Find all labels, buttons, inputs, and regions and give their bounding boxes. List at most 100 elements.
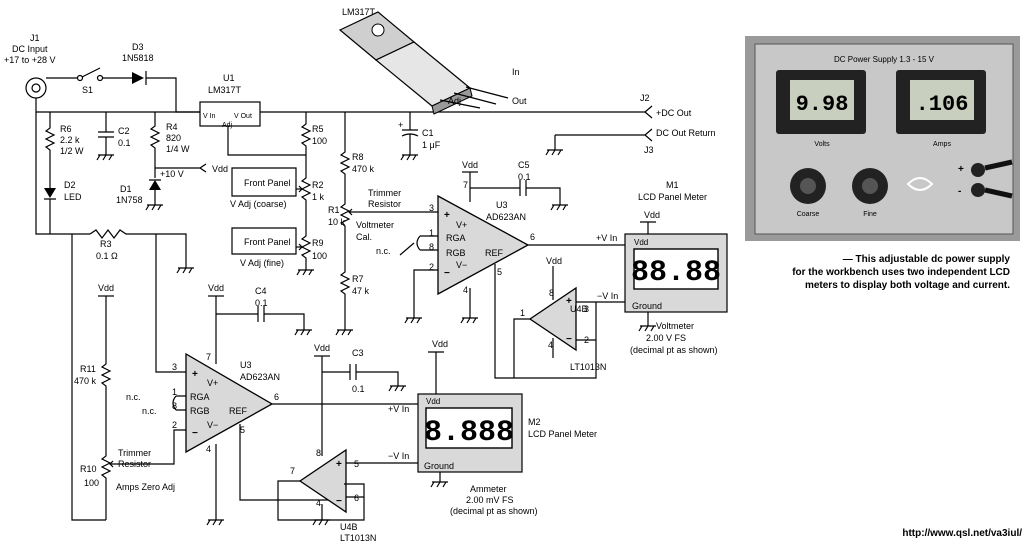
m1-fs3: (decimal pt as shown) [630, 345, 718, 355]
m1-fs2: 2.00 V FS [646, 333, 686, 343]
to220-out: Out [512, 96, 527, 106]
u1-vout: V Out [234, 113, 252, 120]
m2-fs3: (decimal pt as shown) [450, 506, 538, 516]
to220-title: LM317T [342, 7, 376, 17]
c3-v: 0.1 [352, 384, 365, 394]
regulator-u1: U1 LM317T V In V Out Adj [199, 73, 261, 129]
r5-v: 100 [312, 136, 327, 146]
u3b-pin5: 5 [240, 425, 245, 435]
r9-v: 100 [312, 251, 327, 261]
u3a-pin3: 3 [429, 203, 434, 213]
r7-v: 47 k [352, 286, 370, 296]
m2-vin: +V In [388, 404, 409, 414]
photo-amps-label: Amps [933, 141, 951, 148]
u4b1-part: LT1013N [570, 362, 606, 372]
u3a-pin4: 4 [463, 285, 468, 295]
output-connector-j2: J2 +DC Out [640, 93, 692, 119]
vdd-m1: Vdd [644, 210, 660, 220]
r5-ref: R5 [312, 124, 324, 134]
zener-d1: D1 1N758 [116, 179, 163, 211]
front-panel-coarse: Front Panel V Adj (coarse) [230, 167, 297, 209]
potentiometer-r9: R9 100 [296, 228, 327, 270]
j1-ref: J1 [30, 33, 40, 43]
c1-v: 1 μF [422, 140, 441, 150]
potentiometer-r2: R2 1 k [296, 168, 325, 228]
r4-ref: R4 [166, 122, 178, 132]
u4b2-pin5: 5 [354, 459, 359, 469]
opamp-u4b-voltmeter: + − U4B LT1013N 8 3 2 1 4 [520, 286, 606, 372]
caption-line2: for the workbench uses two independent L… [792, 267, 1010, 278]
u3a-nc: n.c. [376, 246, 391, 256]
photo-title: DC Power Supply 1.3 - 15 V [834, 55, 935, 64]
r8-v: 470 k [352, 164, 375, 174]
u1-ref: U1 [223, 73, 235, 83]
photo-plus: + [958, 164, 964, 175]
d2-part: LED [64, 192, 82, 202]
u3b-rgb: RGB [190, 406, 210, 416]
d1-part: 1N758 [116, 195, 143, 205]
caption-line1: — This adjustable dc power supply [843, 254, 1011, 265]
j1-range: +17 to +28 V [4, 55, 56, 65]
opamp-u4b-ammeter: + − U4B LT1013N 8 5 6 7 4 [290, 448, 376, 543]
capacitor-c2: C2 0.1 [96, 112, 131, 161]
r1-t2: Resistor [368, 199, 401, 209]
vdd-label-u1: Vdd [212, 164, 228, 174]
u3b-pin3: 3 [172, 362, 177, 372]
r6-v2: 1/2 W [60, 146, 84, 156]
u3b-rga: RGA [190, 392, 210, 402]
u3a-part: AD623AN [486, 212, 526, 222]
c2-ref: C2 [118, 126, 130, 136]
u3b-pin1: 1 [172, 387, 177, 397]
d2-ref: D2 [64, 180, 76, 190]
m2-fs1: Ammeter [470, 484, 507, 494]
photo-volts-val: 9.98 [796, 92, 849, 117]
svg-text:−: − [192, 428, 198, 439]
fp2-l1: Front Panel [244, 237, 291, 247]
r10-ref: R10 [80, 464, 97, 474]
svg-text:+: + [566, 296, 572, 307]
m1-gnd: Ground [632, 301, 662, 311]
to220-in: In [512, 67, 520, 77]
capacitor-c1: + C1 1 μF [398, 112, 441, 161]
inamp-u3-ammeter: + − V+ RGA RGB V− REF U3 AD623AN 3 1 8 2… [126, 352, 280, 454]
lcd-meter-m2: 8.888 Ground Vdd M2 LCD Panel Meter +V I… [388, 393, 597, 516]
vdd-r11: Vdd [98, 283, 114, 293]
svg-text:−: − [566, 334, 572, 345]
m1-display: 88.88 [631, 256, 721, 290]
u3a-rga: RGA [446, 233, 466, 243]
r10-t3: Amps Zero Adj [116, 482, 175, 492]
m1-name: LCD Panel Meter [638, 192, 707, 202]
u3b-pin6: 6 [274, 392, 279, 402]
m2-fs2: 2.00 mV FS [466, 495, 514, 505]
r4-v1: 820 [166, 133, 181, 143]
s1-ref: S1 [82, 85, 93, 95]
u3b-pin4: 4 [206, 444, 211, 454]
c3-ref: C3 [352, 348, 364, 358]
photo-minus: - [958, 186, 961, 197]
c5-ref: C5 [518, 160, 530, 170]
u3a-pin7: 7 [463, 180, 468, 190]
u3a-pin6: 6 [530, 232, 535, 242]
fp2-l2: V Adj (fine) [240, 258, 284, 268]
r10-t2: Resistor [118, 459, 151, 469]
dc-input-jack-j1: J1 DC Input +17 to +28 V [4, 33, 56, 99]
resistor-r6: R6 2.2 k 1/2 W [44, 112, 84, 188]
m2-vdd: Vdd [426, 397, 440, 406]
j2-label: +DC Out [656, 108, 692, 118]
u3a-vp: V+ [456, 220, 467, 230]
u3b-pin7: 7 [206, 352, 211, 362]
photo-fine: Fine [863, 211, 877, 218]
r8-ref: R8 [352, 152, 364, 162]
u1-vin: V In [203, 113, 216, 120]
vdd-u3a: Vdd [462, 160, 478, 170]
r10-t1: Trimmer [118, 448, 151, 458]
caption-line3: meters to display both voltage and curre… [805, 280, 1010, 291]
m1-vin: +V In [596, 233, 617, 243]
u3b-nc2: n.c. [142, 406, 157, 416]
c4-ref: C4 [255, 286, 267, 296]
source-url: http://www.qsl.net/va3iul/ [902, 528, 1022, 539]
u4b1-pin1: 1 [520, 308, 525, 318]
svg-text:+: + [444, 210, 450, 221]
resistor-r5: R5 100 [300, 112, 327, 168]
